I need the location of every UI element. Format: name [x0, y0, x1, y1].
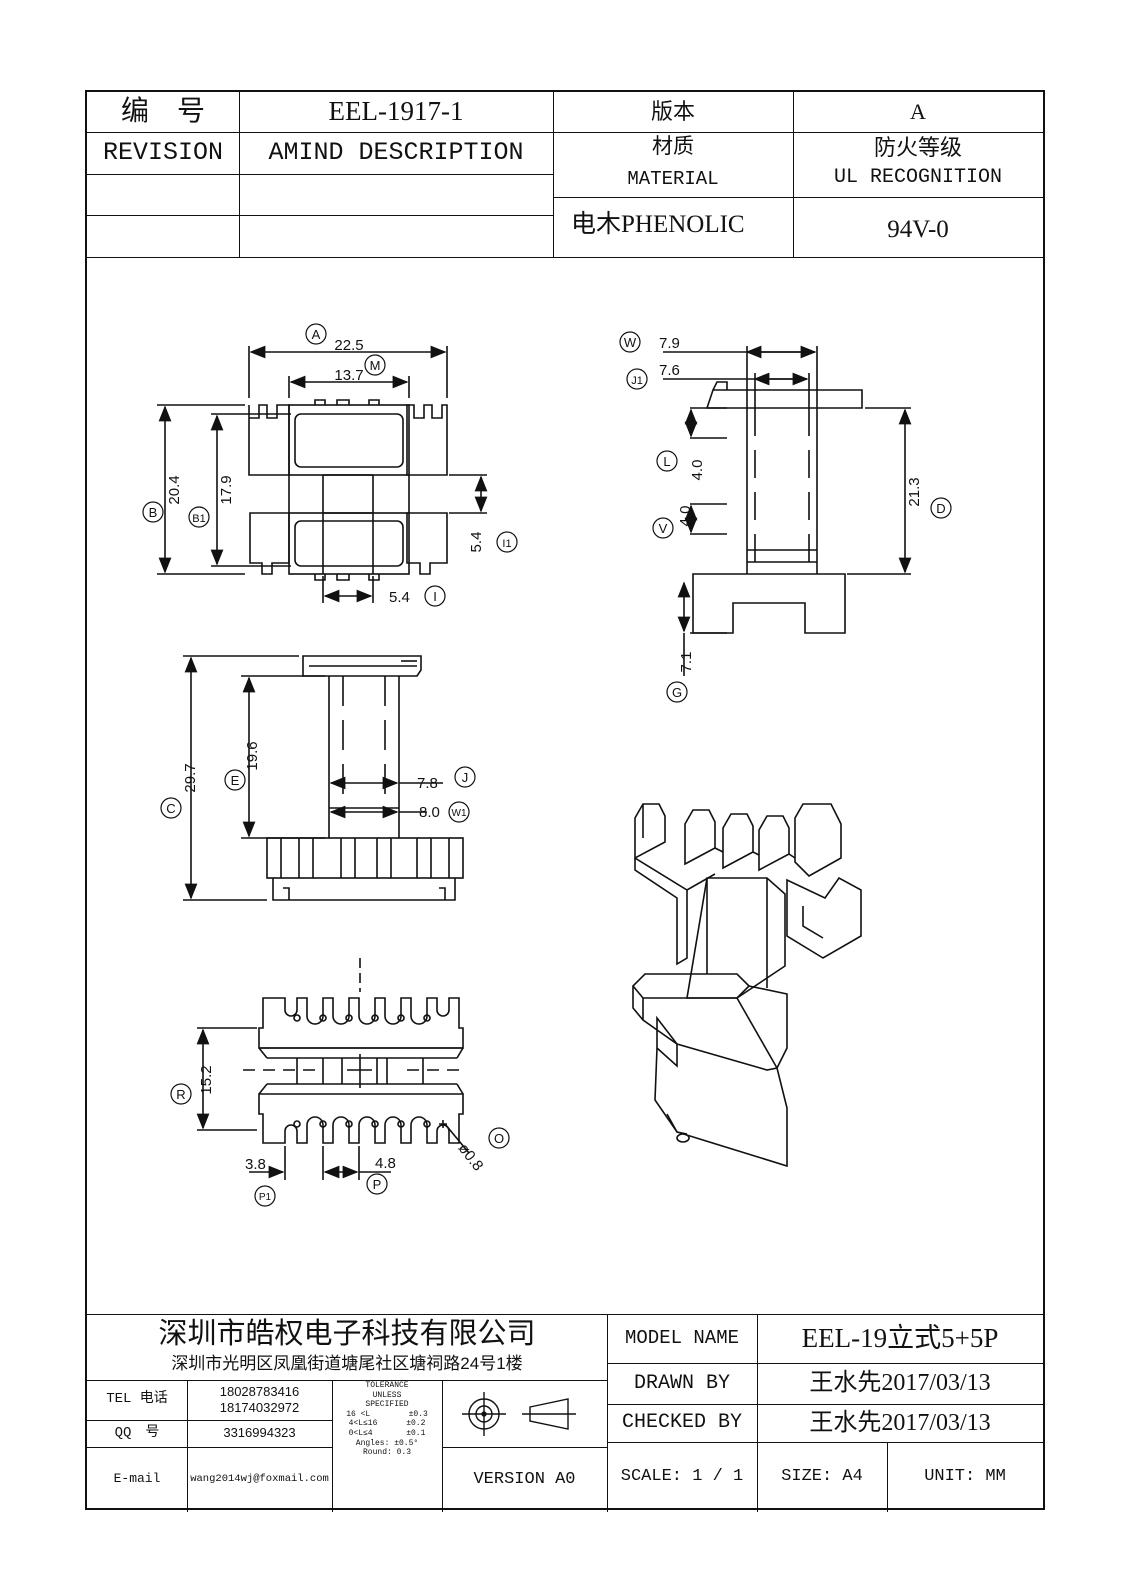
dim-label-w1: W1 [452, 808, 467, 819]
dim-label-b: B [149, 505, 158, 520]
checked-by-label: CHECKED BY [621, 1411, 743, 1434]
dim-m-value: 13.7 [334, 367, 363, 384]
dim-p-value: 4.8 [375, 1155, 396, 1172]
dim-l-value: 4.0 [689, 460, 706, 481]
unit-text: UNIT: MM [924, 1466, 1006, 1486]
material-label-cn: 材质 [652, 134, 694, 159]
dim-i1-value: 5.4 [468, 532, 485, 553]
tel-label: TEL 电话 [106, 1391, 168, 1408]
qq-label: QQ 号 [114, 1424, 160, 1441]
drawn-by-label: DRAWN BY [633, 1371, 730, 1395]
ul-label-cn: 防火等级 [873, 134, 962, 160]
tolerance-line: 0<L≤4 ±0.1 [348, 1428, 426, 1438]
dim-label-p1: P1 [259, 1192, 272, 1203]
scale-text: SCALE: 1 / 1 [620, 1466, 744, 1486]
tolerance-line: UNLESS [372, 1390, 402, 1400]
dim-label-a: A [312, 327, 321, 342]
dim-g-value: 7.1 [678, 652, 695, 673]
projection-symbol [462, 1392, 576, 1436]
drawing-sheet: 编 号 EEL-1917-1 版本 A REVISION AMIND DESCR… [85, 90, 1045, 1512]
dim-p1-value: 3.8 [245, 1156, 266, 1173]
dim-label-w: W [624, 335, 637, 350]
dim-w-value: 7.9 [659, 335, 680, 352]
dim-label-d: D [936, 501, 945, 516]
tolerance-line: SPECIFIED [365, 1400, 409, 1410]
dim-i-value: 5.4 [389, 589, 410, 606]
model-name-value: EEL-19立式5+5P [801, 1322, 999, 1353]
dim-c-value: 29.7 [182, 763, 199, 792]
dim-label-p: P [373, 1177, 382, 1192]
dim-label-j1: J1 [631, 375, 643, 387]
amind-description-label: AMIND DESCRIPTION [268, 138, 524, 168]
dim-r-value: 15.2 [198, 1065, 215, 1094]
ul-value: 94V-0 [887, 215, 949, 243]
number-label: 编 号 [120, 95, 205, 127]
tel-number-2: 18174032972 [219, 1399, 300, 1415]
tolerance-block: TOLERANCE UNLESS SPECIFIED 16 <L ±0.3 4<… [332, 1381, 442, 1511]
tolerance-line: Angles: ±0.5° [355, 1438, 419, 1448]
tolerance-line: TOLERANCE [365, 1381, 409, 1390]
dim-label-i1: I1 [502, 538, 511, 550]
email-label: E-mail [113, 1471, 161, 1487]
front-view [183, 655, 464, 901]
dim-label-b1: B1 [192, 513, 205, 525]
drawing-number: EEL-1917-1 [328, 96, 464, 127]
checked-by-value: 王水先2017/03/13 [809, 1409, 991, 1436]
dim-label-l: L [663, 454, 670, 469]
dim-label-c: C [166, 801, 175, 816]
side-view-labels: W 7.9 J1 7.6 21.3 D L 4.0 V 4.0 7.1 G [619, 331, 952, 703]
revision-label: REVISION [102, 138, 224, 168]
dim-w1-value: 8.0 [419, 804, 440, 821]
dim-label-o: O [494, 1131, 504, 1146]
side-view [663, 345, 912, 676]
drawn-by-value: 王水先2017/03/13 [809, 1370, 991, 1397]
tolerance-line: Round: 0.3 [362, 1448, 411, 1458]
material-label-en: MATERIAL [627, 167, 719, 190]
dim-b-value: 20.4 [166, 475, 183, 504]
technical-drawing: A 22.5 M 13.7 B 20.4 B1 17.9 5.4 I1 5.4 … [142, 323, 952, 1207]
front-view-labels: C 29.7 E 19.6 7.8 J 8.0 W1 [160, 741, 476, 823]
dim-j-value: 7.8 [417, 775, 438, 792]
size-text: SIZE: A4 [781, 1466, 863, 1486]
version-value: A [910, 98, 926, 124]
dim-j1-value: 7.6 [659, 362, 680, 379]
top-view [157, 345, 488, 603]
projection-cone-icon [529, 1398, 569, 1430]
material-value: 电木PHENOLIC [571, 210, 745, 238]
dim-o-value: ø0.8 [455, 1140, 487, 1174]
version-label: 版本 [650, 98, 695, 124]
dim-label-r: R [176, 1087, 185, 1102]
company-address: 深圳市光明区凤凰街道塘尾社区塘祠路24号1楼 [171, 1353, 523, 1373]
dim-b1-value: 17.9 [218, 475, 235, 504]
email-address: wang2014wj@foxmail.com [190, 1472, 329, 1485]
dim-label-g: G [672, 685, 682, 700]
dim-label-v: V [659, 521, 668, 536]
dim-label-j: J [462, 770, 469, 785]
tolerance-line: 16 <L ±0.3 [346, 1409, 428, 1419]
company-name: 深圳市皓权电子科技有限公司 [158, 1318, 536, 1351]
dim-a-value: 22.5 [334, 337, 363, 354]
ul-label-en: UL RECOGNITION [833, 166, 1003, 189]
model-name-label: MODEL NAME [624, 1327, 740, 1350]
qq-number: 3316994323 [223, 1425, 296, 1441]
bottom-view [196, 958, 470, 1180]
dim-label-e: E [231, 773, 240, 788]
tel-number-1: 18028783416 [219, 1383, 300, 1399]
dim-e-value: 19.6 [244, 741, 261, 770]
dim-v-value: 4.0 [677, 506, 694, 527]
isometric-view [632, 803, 862, 1168]
version-text: VERSION A0 [473, 1469, 576, 1489]
dim-label-i: I [433, 589, 437, 604]
tolerance-line: 4<L≤16 ±0.2 [348, 1419, 426, 1429]
dim-d-value: 21.3 [906, 477, 923, 506]
top-view-labels: A 22.5 M 13.7 B 20.4 B1 17.9 5.4 I1 5.4 … [142, 323, 518, 607]
dim-label-m: M [370, 358, 381, 373]
